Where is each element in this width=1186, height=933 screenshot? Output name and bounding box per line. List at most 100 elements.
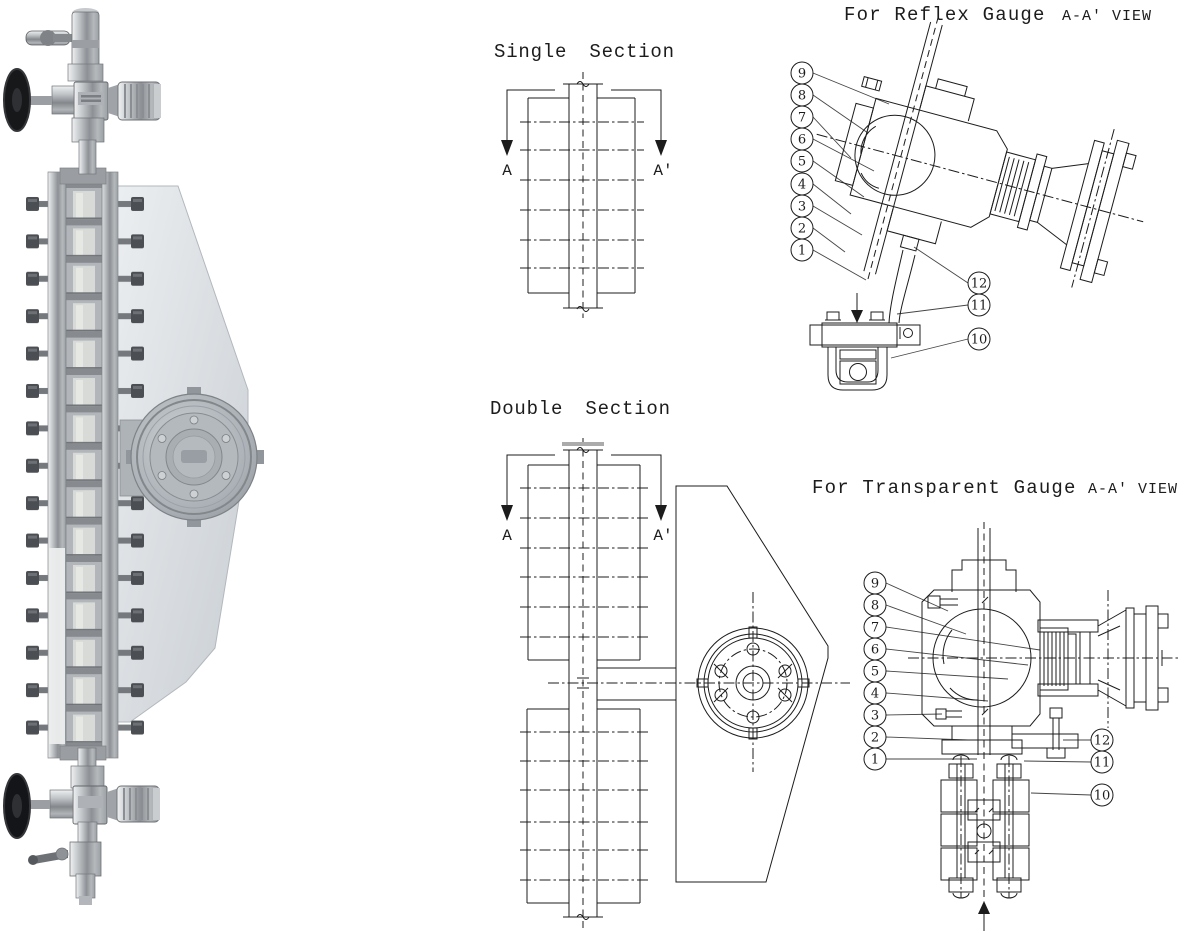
svg-text:9: 9: [798, 67, 806, 82]
section-arrow-a: [501, 89, 555, 156]
svg-text:5: 5: [871, 665, 879, 680]
svg-text:3: 3: [798, 200, 806, 215]
svg-text:6: 6: [871, 643, 879, 658]
flange-bolt: [713, 663, 729, 679]
liquid-chamber: [932, 608, 1032, 708]
callout-11: 11: [1090, 750, 1114, 774]
svg-text:11: 11: [1094, 756, 1111, 771]
double-section-title: Double Section: [490, 398, 671, 420]
center-pipe: [863, 16, 943, 281]
callout-6: 6: [790, 127, 814, 151]
callout-12: 12: [967, 271, 991, 295]
callout-5: 5: [790, 149, 814, 173]
transparent-view-label: A-A' VIEW: [1088, 481, 1179, 498]
flow-arrow-down: [851, 293, 863, 323]
svg-text:4: 4: [871, 687, 879, 702]
callout-11: 11: [967, 293, 991, 317]
gasket-cover: [834, 102, 875, 186]
flow-arrow-up: [978, 901, 990, 931]
illuminator: [119, 387, 264, 527]
illuminator-flange: [696, 592, 810, 772]
svg-text:10: 10: [971, 333, 988, 348]
callout-4: 4: [790, 172, 814, 196]
callout-3: 3: [863, 703, 887, 727]
gauge-glass-strip: [65, 179, 103, 753]
svg-text:8: 8: [798, 89, 806, 104]
svg-text:4: 4: [798, 178, 806, 193]
callout-4: 4: [863, 681, 887, 705]
svg-text:11: 11: [971, 299, 988, 314]
svg-text:10: 10: [1094, 789, 1111, 804]
single-section-title: Single Section: [494, 41, 675, 63]
vane-plate-outline: [675, 485, 829, 883]
callout-3: 3: [790, 194, 814, 218]
transparent-gauge-body: [908, 522, 1180, 931]
callout-5: 5: [863, 659, 887, 683]
svg-text:7: 7: [871, 621, 879, 636]
callout-2: 2: [863, 725, 887, 749]
reflex-gauge-body: [809, 16, 1144, 391]
product-photo: [3, 8, 264, 905]
section-arrow-a-prime: [611, 89, 667, 156]
glass-spring-stack: [1039, 627, 1077, 691]
label-a-prime: A': [653, 527, 672, 545]
u-bolt-clamp: [809, 311, 921, 391]
svg-text:12: 12: [1094, 734, 1111, 749]
leader-lines: [885, 582, 1092, 796]
label-a: A: [502, 527, 512, 545]
side-bolt-top: [927, 595, 958, 609]
label-a: A: [502, 162, 512, 180]
callout-7: 7: [863, 615, 887, 639]
svg-text:7: 7: [798, 111, 806, 126]
label-a-prime: A': [653, 162, 672, 180]
single-section-drawing: A A': [501, 72, 673, 318]
flange-bolt: [713, 687, 729, 703]
svg-text:6: 6: [798, 133, 806, 148]
section-arrow-a: [501, 454, 555, 521]
callout-2: 2: [790, 216, 814, 240]
reflex-section-view: 9 8 7 6 5 4 3 2 1 12 11 10: [790, 16, 1144, 391]
process-flange: [1107, 590, 1169, 728]
bottom-valve-assembly: [3, 747, 160, 905]
cover-clamp-assembly: [940, 754, 1030, 899]
side-bolt-bottom: [935, 708, 962, 720]
transparent-view-title: For Transparent Gauge: [812, 477, 1077, 499]
section-arrow-a-prime: [611, 454, 667, 521]
callout-1: 1: [863, 747, 887, 771]
reflex-callouts: 9 8 7 6 5 4 3 2 1 12 11 10: [790, 61, 991, 351]
liquid-chamber: [854, 114, 936, 196]
callout-1: 1: [790, 238, 814, 262]
transparent-callouts: 9 8 7 6 5 4 3 2 1 12 11 10: [863, 571, 1114, 807]
svg-text:8: 8: [871, 599, 879, 614]
svg-text:2: 2: [871, 731, 879, 746]
side-bolt: [861, 76, 883, 92]
support-strap: [888, 249, 916, 339]
spring-washer-stack: [989, 151, 1037, 223]
callout-9: 9: [790, 61, 814, 85]
reflex-view-label: A-A' VIEW: [1062, 8, 1153, 25]
callout-9: 9: [863, 571, 887, 595]
gauge-column: [26, 167, 144, 761]
callout-8: 8: [863, 593, 887, 617]
drain-valve: [28, 841, 102, 905]
bracket-bolt: [1011, 707, 1079, 759]
callout-6: 6: [863, 637, 887, 661]
top-valve-assembly: [3, 8, 161, 175]
svg-text:9: 9: [871, 577, 879, 592]
svg-text:5: 5: [798, 155, 806, 170]
callout-12: 12: [1090, 728, 1114, 752]
svg-text:12: 12: [971, 277, 988, 292]
flange-bolt: [777, 663, 793, 679]
callout-10: 10: [967, 327, 991, 351]
flange-bolt: [777, 687, 793, 703]
svg-text:1: 1: [798, 244, 806, 259]
svg-text:2: 2: [798, 222, 806, 237]
center-pipe: [977, 522, 991, 905]
callout-10: 10: [1090, 783, 1114, 807]
reflex-view-title: For Reflex Gauge: [844, 4, 1046, 26]
svg-text:1: 1: [871, 753, 879, 768]
transparent-section-view: 9 8 7 6 5 4 3 2 1 12 11 10: [863, 522, 1180, 931]
callout-8: 8: [790, 83, 814, 107]
svg-text:3: 3: [871, 709, 879, 724]
